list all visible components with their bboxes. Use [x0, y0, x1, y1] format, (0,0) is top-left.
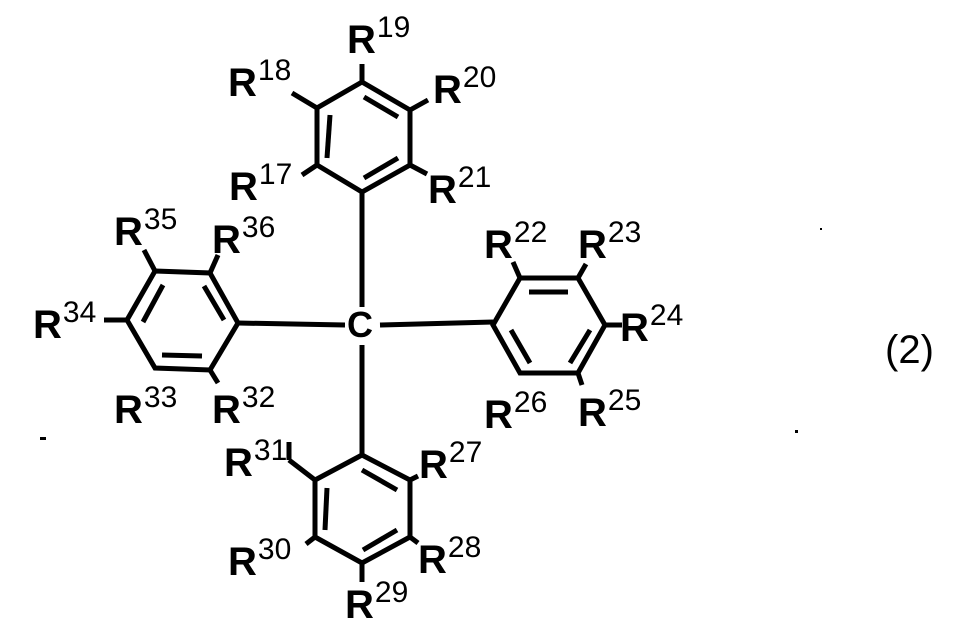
substituent-r20: R20: [433, 63, 496, 112]
r-symbol: R: [212, 388, 241, 432]
left-phenyl-ring: [104, 248, 241, 385]
r-symbol: R: [114, 388, 143, 432]
substituent-r34: R34: [33, 298, 96, 347]
superscript: 33: [143, 381, 178, 414]
r-symbol: R: [419, 443, 448, 487]
r-symbol: R: [33, 303, 62, 347]
equation-number: (2): [885, 328, 934, 372]
substituent-r18: R18: [228, 56, 291, 105]
r-symbol: R: [345, 583, 374, 627]
r-symbol: R: [418, 538, 447, 582]
top-phenyl-ring: [290, 64, 430, 195]
r-symbol: R: [578, 391, 607, 435]
superscript: 20: [462, 61, 497, 94]
superscript: 36: [241, 211, 276, 244]
substituent-r35: R35: [114, 205, 177, 254]
r-symbol: R: [578, 223, 607, 267]
r-symbol: R: [229, 165, 258, 209]
r-symbol: R: [620, 306, 649, 350]
superscript: 22: [513, 216, 548, 249]
substituent-r26: R26: [484, 388, 547, 437]
central-carbon-atom: C: [345, 304, 375, 345]
scan-artifact: [40, 437, 46, 440]
superscript: 26: [513, 386, 548, 419]
r-symbol: R: [484, 393, 513, 437]
substituent-r23: R23: [578, 218, 641, 267]
superscript: 28: [447, 531, 482, 564]
substituent-r31: R31: [224, 436, 287, 485]
scan-artifact: [795, 430, 798, 433]
superscript: 29: [374, 576, 409, 609]
r-symbol: R: [224, 441, 253, 485]
superscript: 32: [241, 381, 276, 414]
substituent-r29: R29: [345, 578, 408, 627]
substituent-r28: R28: [418, 533, 481, 582]
r-symbol: R: [347, 18, 376, 62]
central-bonds: [237, 192, 494, 455]
substituent-r21: R21: [428, 163, 491, 212]
r-symbol: R: [484, 223, 513, 267]
superscript: 19: [376, 11, 411, 44]
substituent-r30: R30: [228, 535, 291, 584]
superscript: 27: [448, 436, 483, 469]
substituent-r33: R33: [114, 383, 177, 432]
superscript: 34: [62, 296, 97, 329]
superscript: 25: [607, 384, 642, 417]
substituent-r17: R17: [229, 160, 292, 209]
r-symbol: R: [433, 68, 462, 112]
substituent-r27: R27: [419, 438, 482, 487]
substituent-r19: R19: [347, 13, 410, 62]
substituent-r22: R22: [484, 218, 547, 267]
substituent-r25: R25: [578, 386, 641, 435]
superscript: 24: [649, 299, 684, 332]
r-symbol: R: [114, 210, 143, 254]
r-symbol: R: [212, 218, 241, 262]
superscript: 18: [257, 54, 292, 87]
superscript: 35: [143, 203, 178, 236]
substituent-r36: R36: [212, 213, 275, 262]
superscript: 23: [607, 216, 642, 249]
scan-artifact: [820, 228, 822, 230]
right-phenyl-ring: [490, 260, 622, 386]
superscript: 31: [253, 434, 288, 467]
bottom-phenyl-ring: [286, 442, 420, 582]
superscript: 21: [457, 161, 492, 194]
superscript: 17: [258, 158, 293, 191]
substituent-r24: R24: [620, 301, 683, 350]
substituent-r32: R32: [212, 383, 275, 432]
r-symbol: R: [228, 61, 257, 105]
r-symbol: R: [428, 168, 457, 212]
r-symbol: R: [228, 540, 257, 584]
superscript: 30: [257, 533, 292, 566]
